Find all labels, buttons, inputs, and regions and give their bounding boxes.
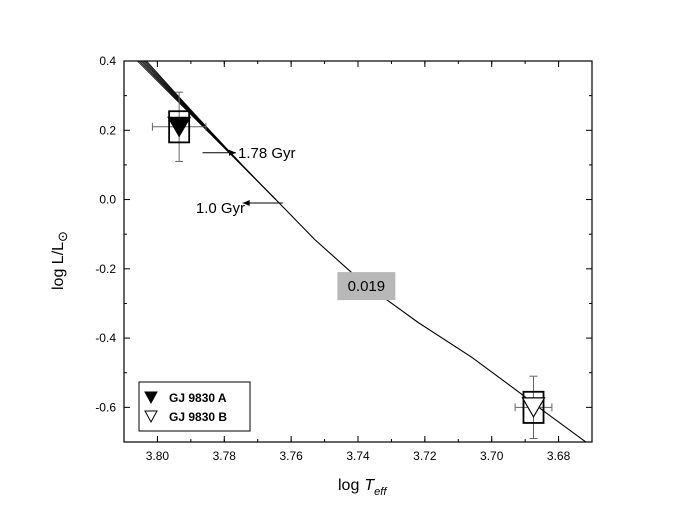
isochrone-common-track (275, 199, 587, 442)
x-tick-label: 3.80 (146, 449, 170, 463)
metallicity-label: 0.019 (348, 278, 386, 295)
x-tick-label: 3.76 (279, 449, 303, 463)
axis-ticks: 3.80 3.78 3.76 3.74 3.72 3.70 3.68 0.4 0.2 0.0 -0.… (95, 54, 593, 463)
x-tick-label: 3.70 (480, 449, 504, 463)
age-arrows (202, 149, 283, 207)
x-axis-title-t: T (364, 477, 375, 494)
star-error-box (168, 110, 191, 144)
label-1-0-gyr: 1.0 Gyr (196, 200, 245, 217)
y-tick-label: -0.6 (95, 400, 116, 414)
isochrone-line (146, 61, 277, 200)
y-tick-label: 0.2 (99, 123, 116, 137)
star-markers (151, 91, 553, 440)
y-tick-label: -0.2 (95, 262, 116, 276)
x-tick-label: 3.72 (413, 449, 437, 463)
x-tick-label: 3.78 (213, 449, 237, 463)
metallicity-label-box (337, 272, 396, 301)
y-axis-title-main: log L/L (50, 242, 67, 290)
x-axis-title: log Teff (338, 477, 387, 498)
y-axis-title-sun: ⊙ (55, 231, 70, 242)
star-a-marker (167, 116, 192, 138)
legend-marker-open-triangle (144, 410, 158, 424)
legend-label-a: GJ 9830 A (169, 391, 227, 405)
y-tick-label: 0.0 (99, 193, 116, 207)
star-b-marker (521, 397, 546, 419)
y-axis-title: log L/L⊙ (50, 231, 70, 290)
star-error-box (522, 390, 545, 424)
arrow-head (228, 149, 236, 156)
y-tick-label: 0.4 (99, 54, 116, 68)
y-tick-label: -0.4 (95, 331, 116, 345)
arrow-head (242, 200, 250, 207)
label-1-78-gyr: 1.78 Gyr (238, 145, 296, 162)
x-axis-title-eff: eff (374, 486, 387, 498)
x-axis-title-log: log (338, 477, 359, 494)
legend-marker-filled-triangle (144, 391, 158, 405)
x-tick-label: 3.74 (346, 449, 370, 463)
legend-frame (138, 381, 251, 432)
x-tick-label: 3.68 (547, 449, 571, 463)
legend-label-b: GJ 9830 B (169, 410, 227, 424)
isochrone-line (144, 61, 277, 200)
legend: GJ 9830 A GJ 9830 B (138, 381, 251, 432)
